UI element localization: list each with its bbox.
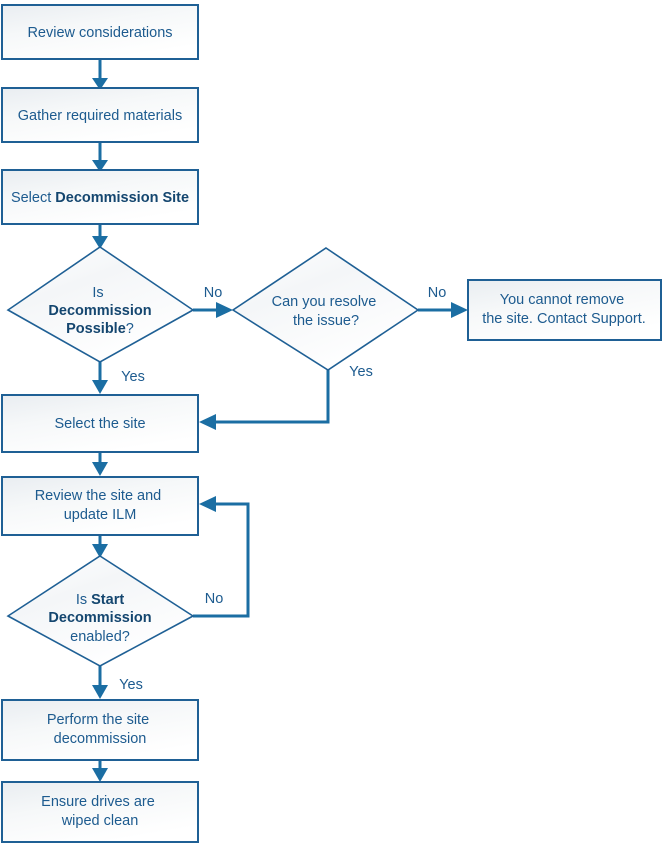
node-label-is-decommission-possible-line3: Possible?: [66, 321, 134, 337]
connector-review-ilm-to-decision: [92, 535, 108, 558]
connector-perform-to-ensure-drives: [92, 760, 108, 782]
connector-start-decommission-no: [193, 496, 250, 618]
edge-label-decommission-possible-yes: Yes: [121, 369, 145, 385]
node-is-decommission-possible[interactable]: Is Decommission Possible?: [6, 246, 195, 363]
node-label-is-decommission-possible: Is Decommission: [48, 285, 151, 319]
connector-start-decommission-yes: [92, 666, 108, 699]
node-is-start-decommission-enabled[interactable]: Is Start Decommission enabled?: [6, 555, 195, 667]
connector-decommission-possible-yes: [92, 362, 108, 394]
connector-decommission-possible-no: [193, 302, 233, 318]
node-label-can-you-resolve-the-issue: Can you resolve the issue?: [272, 294, 381, 329]
node-label-perform-site-decommission: Perform the site decommission: [47, 712, 153, 747]
node-cannot-remove-site[interactable]: You cannot remove the site. Contact Supp…: [467, 279, 662, 341]
edge-label-decommission-possible-no: No: [204, 285, 223, 301]
node-label-cannot-remove-site: You cannot remove the site. Contact Supp…: [482, 292, 646, 327]
connector-resolve-issue-yes: [199, 370, 330, 430]
node-select-the-site[interactable]: Select the site: [1, 394, 199, 453]
node-label-gather-required-materials: Gather required materials: [18, 108, 182, 124]
node-label-ensure-drives-wiped: Ensure drives are wiped clean: [41, 794, 159, 829]
connector-select-site-to-review-ilm: [92, 452, 108, 476]
connector-review-to-gather: [92, 59, 108, 90]
connector-resolve-issue-no: [418, 302, 468, 318]
node-ensure-drives-wiped[interactable]: Ensure drives are wiped clean: [1, 781, 199, 843]
node-review-considerations[interactable]: Review considerations: [1, 4, 199, 60]
connector-select-decommission-to-decision: [92, 224, 108, 249]
node-select-decommission-site[interactable]: Select Decommission Site: [1, 169, 199, 225]
node-label-is-start-decommission-enabled-line2: Decommission: [48, 610, 151, 626]
node-label-review-considerations: Review considerations: [27, 25, 172, 41]
edge-label-start-decommission-no: No: [205, 591, 224, 607]
node-label-is-start-decommission-enabled: Is Start: [76, 592, 125, 608]
node-perform-site-decommission[interactable]: Perform the site decommission: [1, 699, 199, 761]
edge-label-resolve-issue-no: No: [428, 285, 447, 301]
node-gather-required-materials[interactable]: Gather required materials: [1, 87, 199, 143]
node-can-you-resolve-the-issue[interactable]: Can you resolve the issue?: [231, 247, 420, 371]
edge-label-resolve-issue-yes: Yes: [349, 364, 373, 380]
connector-gather-to-select-decommission: [92, 142, 108, 172]
node-label-select-the-site: Select the site: [54, 416, 145, 432]
node-label-is-start-decommission-enabled-line3: enabled?: [70, 629, 130, 645]
node-review-site-update-ilm[interactable]: Review the site and update ILM: [1, 476, 199, 536]
edge-label-start-decommission-yes: Yes: [119, 677, 143, 693]
node-label-review-site-update-ilm: Review the site and update ILM: [35, 488, 166, 523]
node-label-select-decommission-site: Select Decommission Site: [11, 190, 189, 206]
